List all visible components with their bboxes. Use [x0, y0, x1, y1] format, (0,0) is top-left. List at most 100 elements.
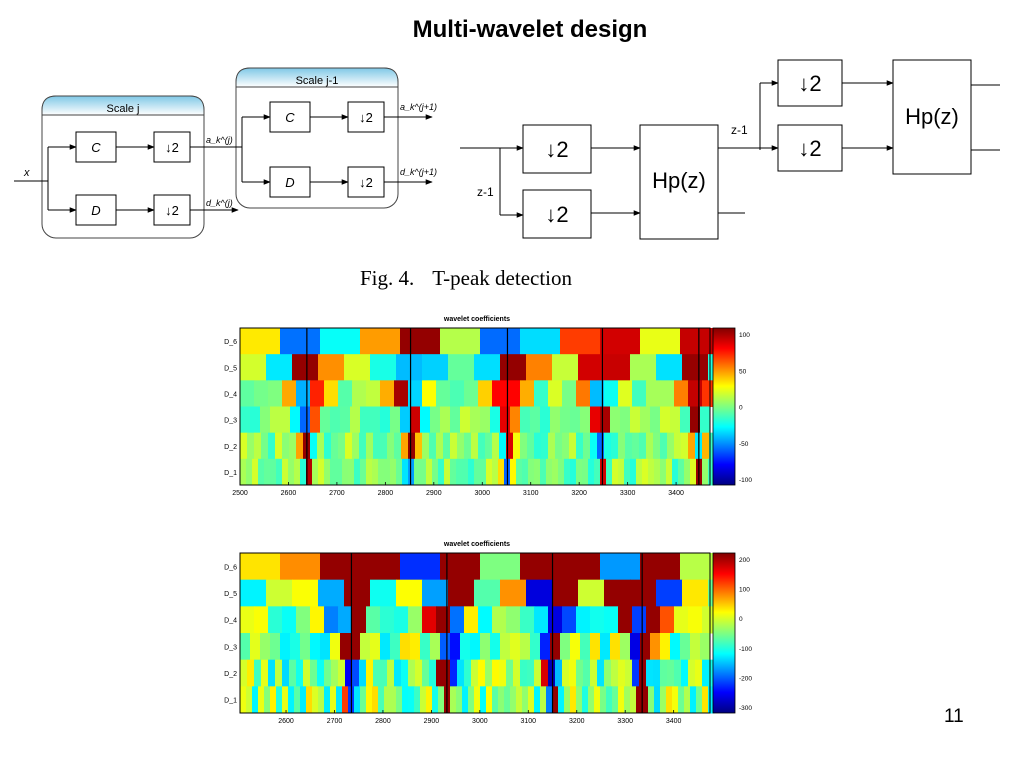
polyphase-diagram: z-1 ↓2 ↓2 Hp(z) z-1 ↓2 ↓2 Hp(z)	[460, 59, 1000, 240]
heatmap-cell	[569, 432, 577, 460]
row-label: D_5	[224, 591, 237, 598]
downsample-label: ↓2	[545, 137, 568, 162]
heatmap-cell	[387, 432, 395, 460]
heatmap-cell	[282, 606, 297, 634]
heatmap-cell	[344, 354, 371, 381]
heatmap-cell	[674, 606, 689, 634]
heatmap-cell	[660, 380, 675, 407]
heatmap-cell	[660, 633, 671, 661]
heatmap-cell	[530, 406, 541, 434]
heatmap-cell	[436, 432, 444, 460]
heatmap-cell	[430, 406, 441, 434]
scale-j-label: Scale j	[106, 103, 139, 115]
heatmap-cell	[470, 633, 481, 661]
heatmap-cell	[548, 659, 556, 687]
heatmap-cell	[457, 659, 465, 687]
heatmap-cell	[590, 606, 605, 634]
heatmap-cell	[372, 686, 379, 714]
heatmap-cell	[695, 659, 703, 687]
heatmap-cell	[254, 606, 269, 634]
heatmap-cell	[345, 659, 353, 687]
colorbar-tick-label: 200	[739, 557, 750, 564]
colorbar-tick-label: -300	[739, 705, 752, 712]
heatmap-cell	[288, 686, 295, 714]
wavelet-heatmap-1: wavelet coefficients D_6D_5D_4D_3D_2D_1 …	[224, 316, 752, 497]
heatmap-cell	[478, 659, 486, 687]
heatmap-cell	[436, 606, 451, 634]
downsample-block	[777, 124, 843, 172]
heatmap-cell	[336, 686, 343, 714]
heatmap-cell	[552, 579, 579, 607]
heatmap-cell	[370, 406, 381, 434]
scale-j-minus-1-label: Scale j-1	[296, 75, 339, 87]
heatmap-cell	[520, 406, 531, 434]
heatmap-cell	[373, 432, 381, 460]
x-tick-label: 3000	[474, 490, 490, 497]
x-tick-label: 2600	[281, 490, 297, 497]
heatmap-cell	[688, 606, 703, 634]
heatmap-cell	[310, 380, 325, 407]
heatmap-cell	[642, 686, 649, 714]
heatmap-cell	[460, 406, 471, 434]
heatmap-cell	[464, 432, 472, 460]
heatmap-cell	[520, 380, 535, 407]
heatmap-cell	[414, 458, 421, 486]
heatmap-cell	[338, 380, 353, 407]
heatmap-cell	[656, 579, 683, 607]
heatmap-cell	[583, 659, 591, 687]
heatmap-cell	[340, 633, 351, 661]
heatmap-cell	[474, 686, 481, 714]
heatmap-cell	[624, 686, 631, 714]
heatmap-cell	[650, 406, 661, 434]
heatmap-cell	[400, 406, 411, 434]
heatmap-cell	[422, 579, 449, 607]
heatmap-cell	[520, 553, 561, 581]
heatmap-title: wavelet coefficients	[443, 541, 510, 548]
heatmap-cell	[667, 659, 675, 687]
heatmap-cell	[280, 633, 291, 661]
heatmap-cell	[240, 354, 267, 381]
heatmap-cell	[646, 606, 661, 634]
colorbar-tick-label: -100	[739, 646, 752, 653]
heatmap-cell	[330, 633, 341, 661]
heatmap-cell	[387, 659, 395, 687]
heatmap-cell	[674, 432, 682, 460]
heatmap-cell	[317, 659, 325, 687]
heatmap-cell	[352, 432, 360, 460]
heatmap-cell	[432, 458, 439, 486]
downsample-block	[347, 166, 385, 198]
heatmap-cell	[510, 406, 521, 434]
heatmap-cell	[464, 659, 472, 687]
hp-filter-label: Hp(z)	[905, 104, 959, 129]
heatmap-cell	[282, 380, 297, 407]
heatmap-cell	[653, 432, 661, 460]
heatmap-cell	[366, 432, 374, 460]
heatmap-cell	[420, 458, 427, 486]
heatmap-cell	[456, 458, 463, 486]
block-d-scale-j	[75, 194, 117, 226]
heatmap-cell	[390, 633, 401, 661]
heatmap-cell	[610, 406, 621, 434]
heatmap-cell	[534, 432, 542, 460]
delay-label: z-1	[477, 185, 494, 199]
heatmap-cell	[560, 633, 571, 661]
heatmap-cell	[486, 458, 493, 486]
heatmap-cell	[630, 633, 641, 661]
heatmap-cell	[450, 633, 461, 661]
heatmap-cell	[408, 380, 423, 407]
heatmap-cell	[600, 633, 611, 661]
x-tick-label: 3300	[620, 490, 636, 497]
heatmap-cell	[492, 458, 499, 486]
heatmap-cell	[359, 432, 367, 460]
heatmap-cell	[578, 354, 605, 381]
downsample-block	[347, 101, 385, 133]
heatmap-cell	[640, 553, 681, 581]
row-label: D_6	[224, 339, 237, 346]
heatmap-cell	[310, 633, 321, 661]
heatmap-cell	[261, 659, 269, 687]
heatmap-cell	[580, 406, 591, 434]
x-tick-label: 3000	[472, 718, 488, 725]
heatmap-cell	[648, 686, 655, 714]
heatmap-cell	[480, 633, 491, 661]
heatmap-cell	[590, 406, 601, 434]
